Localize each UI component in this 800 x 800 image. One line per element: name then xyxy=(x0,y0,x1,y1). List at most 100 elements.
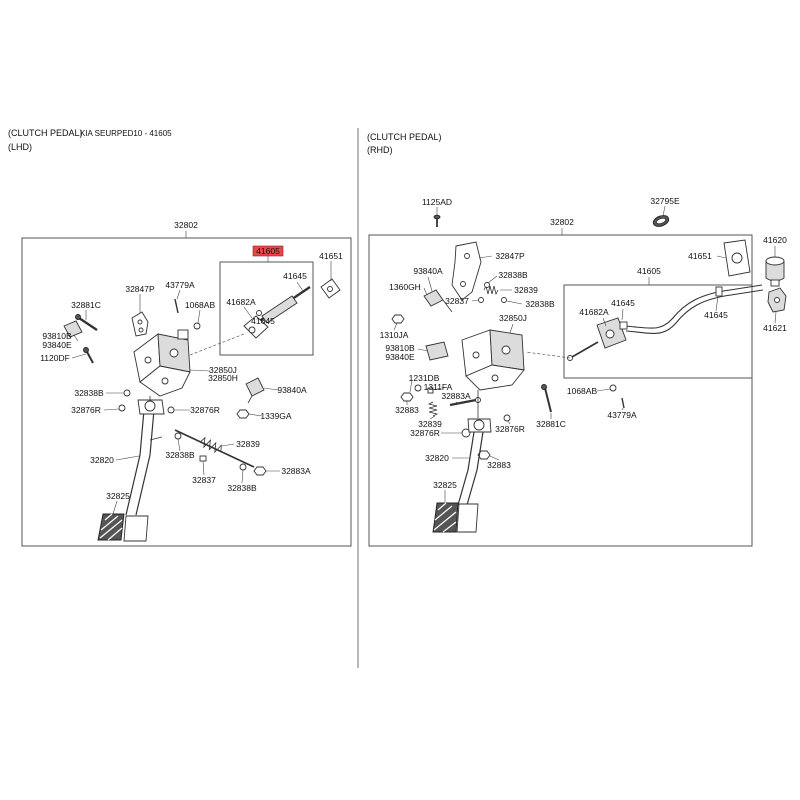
part-callout-41621[interactable]: 41621 xyxy=(763,323,787,333)
pushrod-guide-line xyxy=(189,333,245,356)
part-callout-1120df[interactable]: 1120DF xyxy=(40,353,70,363)
lhd-leader-lines xyxy=(71,231,332,515)
stopper-hole xyxy=(137,319,143,325)
part-callout-41645[interactable]: 41645 xyxy=(611,298,635,308)
lhd-assist-spring xyxy=(200,436,222,454)
cap-neck xyxy=(770,279,780,287)
part-callout-32838b[interactable]: 32838B xyxy=(498,270,528,280)
part-callout-32839[interactable]: 32839 xyxy=(418,419,442,429)
part-callout-41645[interactable]: 41645 xyxy=(704,310,728,320)
part-callout-32795e[interactable]: 32795E xyxy=(650,196,680,206)
part-callout-32883[interactable]: 32883 xyxy=(487,460,511,470)
part-callout-32838b[interactable]: 32838B xyxy=(525,299,555,309)
part-callout-32876r[interactable]: 32876R xyxy=(495,424,525,434)
part-callout-32839[interactable]: 32839 xyxy=(514,285,538,295)
part-callout-32847p[interactable]: 32847P xyxy=(495,251,525,261)
part-callout-41620[interactable]: 41620 xyxy=(763,235,787,245)
rhd-stopper-bracket xyxy=(451,241,482,301)
part-callout-32850h[interactable]: 32850H xyxy=(208,373,238,383)
part-callout-41651[interactable]: 41651 xyxy=(688,251,712,261)
part-callout-32825[interactable]: 32825 xyxy=(106,491,130,501)
lhd-panel xyxy=(21,237,352,547)
rhd-bushing xyxy=(478,297,484,303)
assembly-callout-32802[interactable]: 32802 xyxy=(550,217,574,227)
lhd-bolt-head xyxy=(83,347,89,353)
part-callout-1360gh[interactable]: 1360GH xyxy=(389,282,421,292)
pedal-arm-edge xyxy=(466,431,484,506)
part-callout-41645[interactable]: 41645 xyxy=(283,271,307,281)
part-callout-32876r[interactable]: 32876R xyxy=(410,428,440,438)
rhd-clutch-pedal xyxy=(432,390,492,533)
stopper-plate xyxy=(451,241,482,301)
part-callout-32838b[interactable]: 32838B xyxy=(165,450,195,460)
part-callout-1125ad[interactable]: 1125AD xyxy=(422,197,452,207)
part-callout-32881c[interactable]: 32881C xyxy=(71,300,101,310)
lhd-switch xyxy=(63,320,83,338)
part-callout-32850j[interactable]: 32850J xyxy=(499,313,527,323)
cable-edge xyxy=(625,289,764,334)
part-callout-32847p[interactable]: 32847P xyxy=(125,284,155,294)
part-group-callout-41605[interactable]: 41605 xyxy=(637,266,661,276)
rhd-bolt-head xyxy=(433,214,441,220)
part-callout-43779a[interactable]: 43779A xyxy=(165,280,195,290)
pedal-pad-rubber xyxy=(97,513,125,541)
rhd-leader-lines xyxy=(393,205,777,502)
lhd-nut xyxy=(253,466,267,476)
lhd-switch-lead xyxy=(247,395,253,404)
lhd-subassembly-frame xyxy=(219,261,314,356)
mounting-flange xyxy=(243,315,269,339)
pedal-pad-ribs xyxy=(433,502,457,533)
part-callout-93810b[interactable]: 93810B xyxy=(42,331,72,341)
part-callout-32876r[interactable]: 32876R xyxy=(71,405,101,415)
part-callout-93840e[interactable]: 93840E xyxy=(42,340,72,350)
part-callout-1310ja[interactable]: 1310JA xyxy=(380,330,409,340)
bracket-hole xyxy=(491,374,499,382)
stopper-hole xyxy=(460,281,466,287)
part-callout-1231db[interactable]: 1231DB xyxy=(409,373,440,383)
assembly-callout-32802[interactable]: 32802 xyxy=(174,220,198,230)
part-callout-32876r[interactable]: 32876R xyxy=(190,405,220,415)
pedal-foot-plate xyxy=(123,515,149,542)
part-callout-43779a[interactable]: 43779A xyxy=(607,410,637,420)
part-callout-32881c[interactable]: 32881C xyxy=(536,419,566,429)
part-callout-32838b[interactable]: 32838B xyxy=(227,483,257,493)
part-callout-1068ab[interactable]: 1068AB xyxy=(185,300,216,310)
lhd-assembly-frame xyxy=(21,237,352,547)
part-callout-32883[interactable]: 32883 xyxy=(395,405,419,415)
part-callout-93840e[interactable]: 93840E xyxy=(385,352,415,362)
part-callout-32837[interactable]: 32837 xyxy=(445,296,469,306)
lhd-screw xyxy=(174,298,179,314)
rhd-ignition-lock-switch xyxy=(423,289,444,307)
part-callout-32837[interactable]: 32837 xyxy=(192,475,216,485)
rhd-subassembly-frame xyxy=(563,284,753,379)
selected-part-callout-41605[interactable]: 41605 xyxy=(256,246,280,256)
part-callout-32820[interactable]: 32820 xyxy=(90,455,114,465)
part-callout-41682a[interactable]: 41682A xyxy=(579,307,609,317)
part-callout-41651[interactable]: 41651 xyxy=(319,251,343,261)
pedal-pivot-boss xyxy=(144,400,156,412)
stopper-hole xyxy=(464,253,470,259)
lhd-pedal-bracket xyxy=(133,329,191,397)
part-callout-32838b[interactable]: 32838B xyxy=(74,388,104,398)
part-callout-1068ab[interactable]: 1068AB xyxy=(567,386,598,396)
rhd-long-bolt xyxy=(544,387,552,413)
part-callout-41645[interactable]: 41645 xyxy=(251,316,275,326)
cable-fitting xyxy=(619,321,628,330)
cable-push-rod xyxy=(571,341,599,358)
part-callout-32850j[interactable]: 32850J xyxy=(209,365,237,375)
part-callout-32883a[interactable]: 32883A xyxy=(281,466,311,476)
rhd-bushing xyxy=(501,297,507,303)
part-callout-32825[interactable]: 32825 xyxy=(433,480,457,490)
part-callout-1311fa[interactable]: 1311FA xyxy=(424,382,453,392)
rhd-assembly-frame xyxy=(368,234,753,547)
rhd-subtitle: (RHD) xyxy=(367,145,393,155)
part-callout-32839[interactable]: 32839 xyxy=(236,439,260,449)
part-callout-32883a[interactable]: 32883A xyxy=(441,391,471,401)
rhd-callouts: 32802 41605 1125AD 32795E 41620 32847P 4… xyxy=(380,196,788,490)
part-callout-93840a[interactable]: 93840A xyxy=(277,385,307,395)
part-callout-93810b[interactable]: 93810B xyxy=(385,343,415,353)
part-callout-41682a[interactable]: 41682A xyxy=(226,297,256,307)
part-callout-1339ga[interactable]: 1339GA xyxy=(260,411,292,421)
part-callout-32820[interactable]: 32820 xyxy=(425,453,449,463)
part-callout-93840a[interactable]: 93840A xyxy=(413,266,443,276)
